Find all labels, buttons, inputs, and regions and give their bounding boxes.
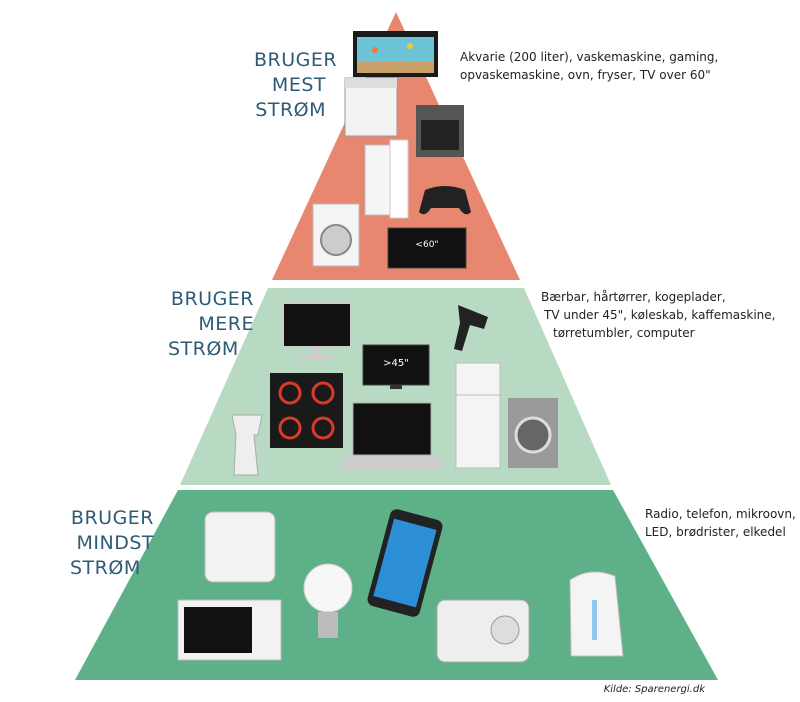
washing-machine-icon bbox=[312, 203, 360, 267]
hair-dryer-icon bbox=[454, 305, 488, 351]
title-line: STRØM bbox=[255, 99, 326, 121]
tv-medium-label: >45" bbox=[383, 358, 409, 369]
description-line: opvaskemaskine, ovn, fryser, TV over 60" bbox=[460, 68, 711, 82]
tv-large-icon bbox=[387, 227, 467, 269]
kettle-icon bbox=[569, 571, 624, 657]
description-line: TV under 45", køleskab, kaffemaskine, bbox=[544, 308, 776, 322]
title-line: MINDST bbox=[76, 532, 154, 554]
tier-bottom-title: BRUGER MINDST STRØM bbox=[70, 506, 154, 581]
title-line: BRUGER bbox=[254, 49, 338, 71]
led-bulb-icon bbox=[303, 563, 353, 638]
gamepad-icon bbox=[419, 186, 471, 215]
coffee-maker-icon bbox=[231, 414, 263, 476]
toaster-icon bbox=[204, 511, 276, 583]
title-line: MEST bbox=[271, 74, 326, 96]
tier-bottom-description: Radio, telefon, mikroovn, LED, brødriste… bbox=[645, 505, 796, 541]
source-credit: Kilde: Sparenergi.dk bbox=[603, 684, 705, 695]
tier-middle-description: Bærbar, hårtørrer, kogeplader, TV under … bbox=[541, 288, 775, 342]
title-line: BRUGER bbox=[70, 507, 154, 529]
oven-icon bbox=[416, 105, 464, 157]
tv-large-label: <60" bbox=[415, 240, 439, 250]
radio-icon bbox=[436, 599, 530, 663]
smartphone-icon bbox=[367, 509, 443, 617]
laptop-icon bbox=[340, 402, 445, 470]
description-line: LED, brødrister, elkedel bbox=[645, 525, 786, 539]
description-line: Radio, telefon, mikroovn, bbox=[645, 507, 796, 521]
description-line: Bærbar, hårtørrer, kogeplader, bbox=[541, 290, 726, 304]
description-line: Akvarie (200 liter), vaskemaskine, gamin… bbox=[460, 50, 719, 64]
fridge-icon bbox=[455, 362, 501, 469]
dishwasher-icon bbox=[344, 77, 398, 137]
tier-middle-title: BRUGER MERE STRØM bbox=[168, 287, 254, 362]
aquarium-icon bbox=[353, 31, 438, 77]
tier-top-title: BRUGER MEST STRØM bbox=[254, 48, 338, 123]
freezer-icon bbox=[364, 139, 409, 219]
microwave-icon bbox=[177, 599, 282, 661]
dryer-icon bbox=[508, 398, 558, 468]
cooktop-icon bbox=[270, 373, 343, 448]
description-line: tørretumbler, computer bbox=[553, 326, 695, 340]
title-line: STRØM bbox=[70, 557, 141, 579]
title-line: STRØM bbox=[168, 338, 239, 360]
title-line: MERE bbox=[198, 313, 254, 335]
tier-top-description: Akvarie (200 liter), vaskemaskine, gamin… bbox=[460, 48, 718, 84]
title-line: BRUGER bbox=[170, 288, 254, 310]
monitor-icon bbox=[282, 302, 352, 359]
tv-medium-icon bbox=[362, 344, 430, 389]
